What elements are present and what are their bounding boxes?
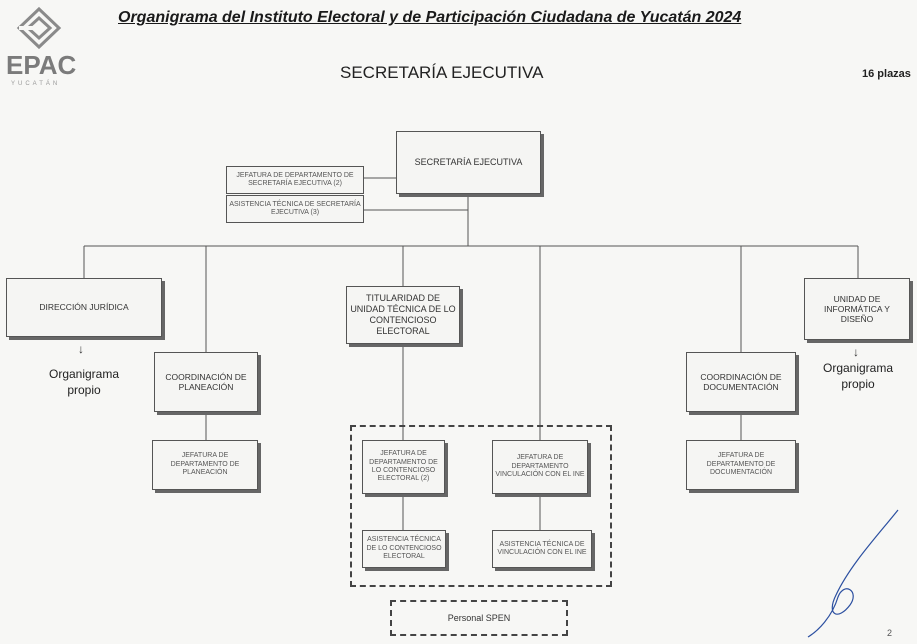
jefatura-vinculacion-label: JEFATURA DE DEPARTAMENTO VINCULACIÓN CON… (495, 454, 585, 479)
unidad-informatica-box: UNIDAD DE INFORMÁTICA Y DISEÑO (804, 278, 910, 340)
secretaria-ejecutiva-label: SECRETARÍA EJECUTIVA (414, 157, 523, 168)
jefatura-secretaria-box: JEFATURA DE DEPARTAMENTO DE SECRETARÍA E… (226, 166, 364, 194)
coordinacion-documentacion-label: COORDINACIÓN DE DOCUMENTACIÓN (700, 371, 782, 392)
personal-spen-label: Personal SPEN (447, 613, 511, 623)
spen-group-frame (350, 425, 612, 587)
jefatura-contencioso-label: JEFATURA DE DEPARTAMENTO DE LO CONTENCIO… (369, 450, 438, 483)
jefatura-documentacion-label: JEFATURA DE DEPARTAMENTO DE DOCUMENTACIÓ… (706, 452, 776, 477)
jefatura-documentacion-box: JEFATURA DE DEPARTAMENTO DE DOCUMENTACIÓ… (686, 440, 796, 490)
epac-logo-icon (16, 6, 62, 50)
asistencia-contencioso-label: ASISTENCIA TÉCNICA DE LO CONTENCIOSO ELE… (366, 536, 442, 561)
page-number: 2 (887, 628, 893, 638)
informatica-note-text: Organigrama propio (822, 361, 894, 391)
asistencia-secretaria-label: ASISTENCIA TÉCNICA DE SECRETARÍA EJECUTI… (229, 200, 361, 216)
juridica-note-text: Organigrama propio (48, 367, 120, 397)
plazas-count: 16 plazas (862, 68, 911, 80)
titularidad-contencioso-box: TITULARIDAD DE UNIDAD TÉCNICA DE LO CONT… (346, 286, 460, 344)
titularidad-contencioso-label: TITULARIDAD DE UNIDAD TÉCNICA DE LO CONT… (350, 293, 456, 336)
document-title: Organigrama del Instituto Electoral y de… (118, 9, 742, 26)
jefatura-secretaria-label: JEFATURA DE DEPARTAMENTO DE SECRETARÍA E… (236, 171, 354, 187)
section-title: SECRETARÍA EJECUTIVA (340, 63, 544, 82)
juridica-note: Organigrama propio (32, 367, 136, 398)
down-arrow-icon: ↓ (78, 342, 84, 356)
asistencia-contencioso-box: ASISTENCIA TÉCNICA DE LO CONTENCIOSO ELE… (362, 530, 446, 568)
direccion-juridica-label: DIRECCIÓN JURÍDICA (39, 302, 129, 313)
secretaria-ejecutiva-box: SECRETARÍA EJECUTIVA (396, 131, 541, 194)
asistencia-vinculacion-label: ASISTENCIA TÉCNICA DE VINCULACIÓN CON EL… (497, 540, 587, 556)
logo-subtext: YUCATÁN (11, 81, 61, 87)
jefatura-planeacion-label: JEFATURA DE DEPARTAMENTO DE PLANEACIÓN (170, 452, 240, 477)
coordinacion-documentacion-box: COORDINACIÓN DE DOCUMENTACIÓN (686, 352, 796, 412)
logo-text: EPAC (6, 50, 77, 80)
jefatura-planeacion-box: JEFATURA DE DEPARTAMENTO DE PLANEACIÓN (152, 440, 258, 490)
jefatura-contencioso-box: JEFATURA DE DEPARTAMENTO DE LO CONTENCIO… (362, 440, 445, 494)
coordinacion-planeacion-label: COORDINACIÓN DE PLANEACIÓN (165, 371, 247, 392)
asistencia-vinculacion-box: ASISTENCIA TÉCNICA DE VINCULACIÓN CON EL… (492, 530, 592, 568)
down-arrow-icon: ↓ (853, 345, 859, 359)
personal-spen-legend: Personal SPEN (390, 600, 568, 636)
informatica-note: Organigrama propio (806, 361, 910, 392)
jefatura-vinculacion-box: JEFATURA DE DEPARTAMENTO VINCULACIÓN CON… (492, 440, 588, 494)
signature-scribble (807, 509, 899, 638)
coordinacion-planeacion-box: COORDINACIÓN DE PLANEACIÓN (154, 352, 258, 412)
asistencia-secretaria-box: ASISTENCIA TÉCNICA DE SECRETARÍA EJECUTI… (226, 195, 364, 223)
unidad-informatica-label: UNIDAD DE INFORMÁTICA Y DISEÑO (824, 293, 890, 325)
direccion-juridica-box: DIRECCIÓN JURÍDICA (6, 278, 162, 337)
